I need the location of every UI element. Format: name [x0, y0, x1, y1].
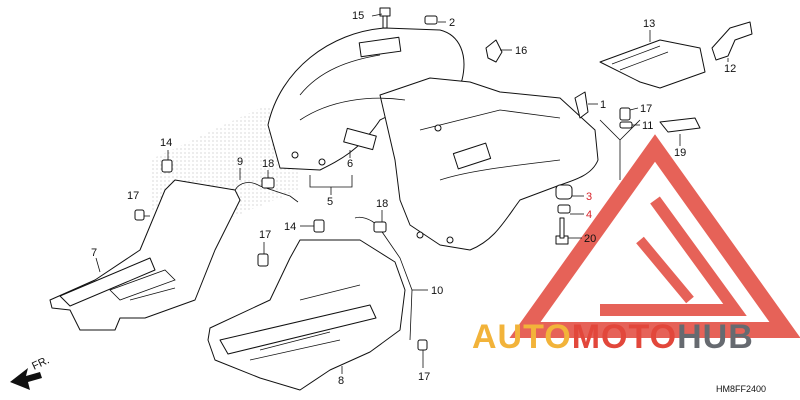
watermark-triangle-logo [509, 134, 800, 338]
callout-2: 2 [449, 17, 455, 29]
leader-lines [95, 13, 729, 374]
callout-1: 1 [600, 99, 606, 111]
callout-17-lower: 17 [418, 371, 430, 383]
callout-20: 20 [584, 233, 596, 245]
callout-labels: 15 2 16 13 12 1 17 11 19 14 9 18 6 5 3 4… [91, 10, 736, 387]
callout-11: 11 [642, 120, 653, 132]
footwell-left-7[interactable] [49, 179, 241, 331]
callout-9: 9 [237, 156, 243, 168]
callout-16: 16 [515, 45, 527, 57]
grommet-2[interactable] [424, 15, 438, 25]
callout-17-left: 17 [127, 190, 139, 202]
callout-8: 8 [338, 375, 344, 387]
callout-17-upper: 17 [640, 103, 652, 115]
fasteners [134, 107, 633, 351]
callout-10: 10 [431, 285, 443, 297]
callout-13: 13 [643, 18, 655, 30]
footwell-right-8[interactable] [207, 239, 406, 391]
brand-part-moto: MOTO [571, 318, 678, 356]
direction-label: FR. [30, 354, 51, 372]
callout-19: 19 [674, 147, 686, 159]
fender-cover-13[interactable] [599, 39, 706, 89]
callout-4: 4 [586, 209, 592, 221]
stay-16[interactable] [485, 39, 503, 63]
bracket-19[interactable] [659, 117, 701, 133]
callout-6: 6 [347, 158, 353, 170]
front-direction-arrow-icon: FR. [10, 354, 51, 390]
clip-1[interactable] [574, 91, 589, 119]
bolt-15[interactable] [379, 7, 391, 29]
rear-fender-upper[interactable] [267, 27, 599, 251]
callout-17-middle: 17 [259, 229, 271, 241]
grommet-set-3-4-20[interactable] [555, 184, 573, 245]
diagram-part-code: HM8FF2400 [716, 384, 767, 394]
callout-14-left: 14 [160, 137, 172, 149]
stay-10[interactable] [354, 216, 413, 341]
stay-9[interactable] [234, 182, 299, 203]
callout-18-lower: 18 [376, 198, 388, 210]
callout-15: 15 [352, 10, 364, 22]
callout-18-upper: 18 [262, 158, 274, 170]
watermark-brand-text: AUTOMOTOHUB [472, 318, 754, 357]
callout-7: 7 [91, 247, 97, 259]
callout-12: 12 [724, 63, 736, 75]
callout-5: 5 [327, 196, 333, 208]
brand-part-auto: AUTO [472, 318, 572, 356]
callout-3: 3 [586, 191, 592, 203]
callout-14-middle: 14 [284, 221, 296, 233]
brand-part-hub: HUB [677, 318, 754, 356]
bracket-12[interactable] [711, 21, 753, 61]
